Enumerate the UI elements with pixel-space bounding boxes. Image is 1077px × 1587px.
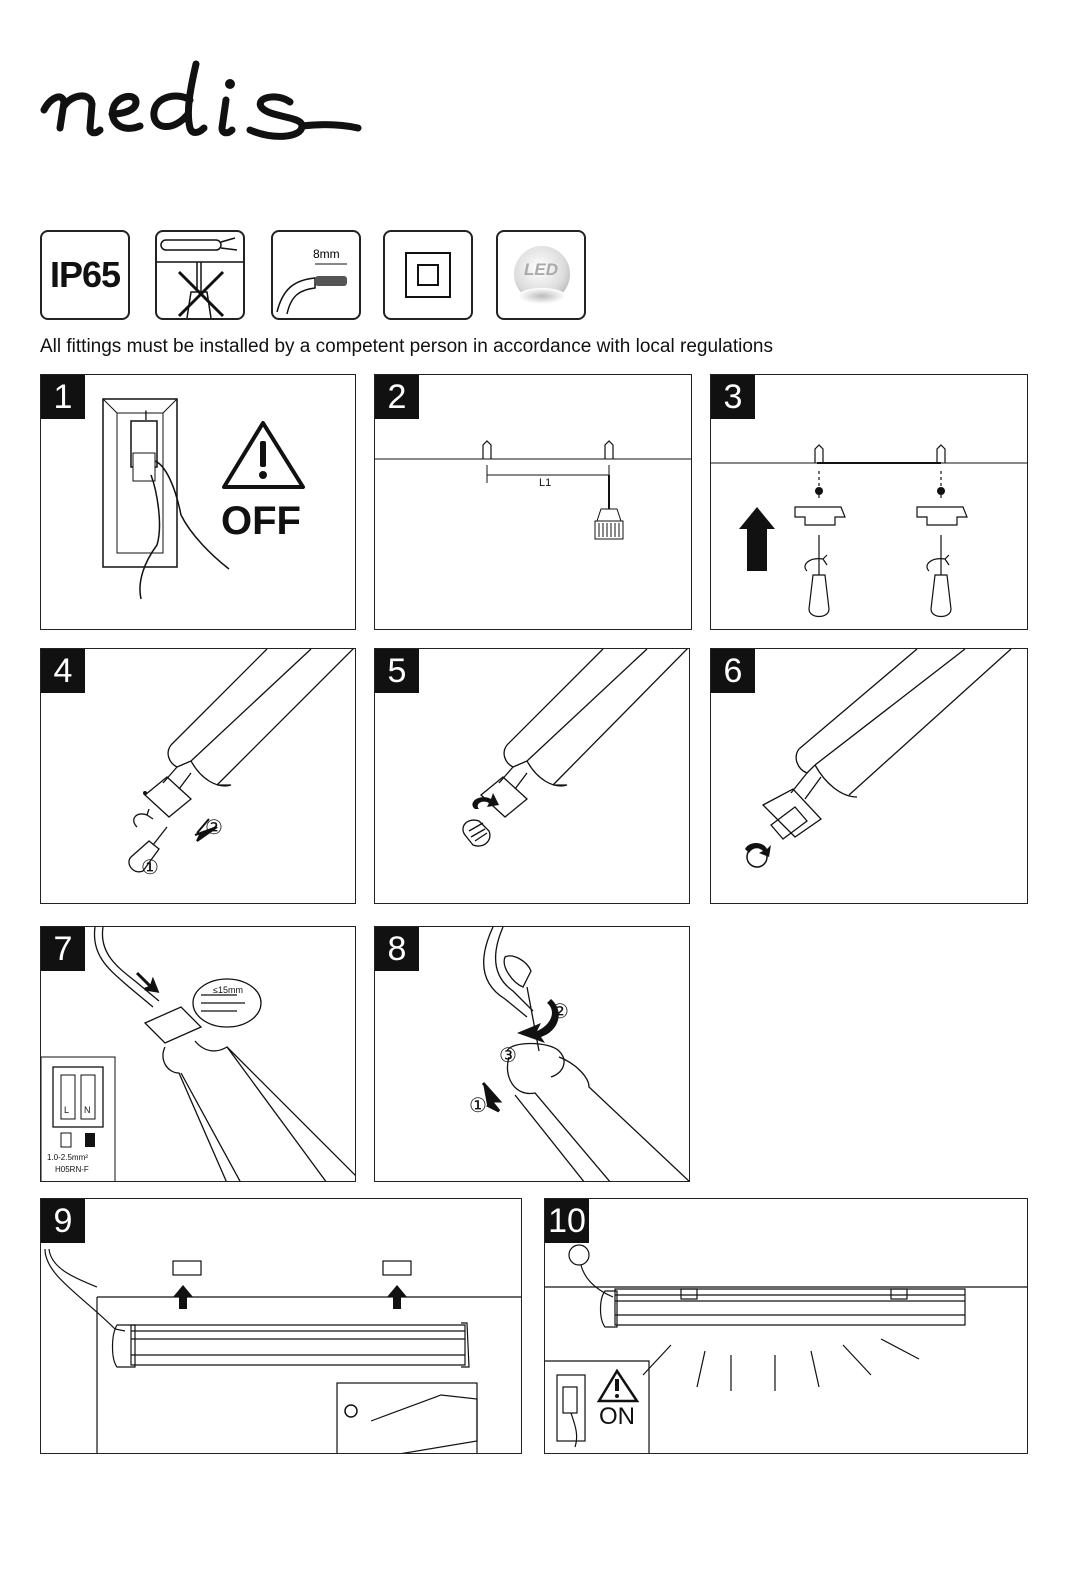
callout-3: ③	[499, 1043, 517, 1068]
installation-notice: All fittings must be installed by a comp…	[40, 336, 773, 358]
cable-type-label: H05RN-F	[55, 1165, 89, 1174]
callout-1: ①	[469, 1093, 487, 1118]
callout-2: ②	[205, 815, 223, 840]
step-number: 4	[41, 649, 85, 693]
step-4-panel: 4 ② ①	[40, 648, 356, 904]
step-number: 1	[41, 375, 85, 419]
step-number: 3	[711, 375, 755, 419]
step-6-panel: 6	[710, 648, 1028, 904]
step-1-panel: 1 OFF I	[40, 374, 356, 630]
ip65-label: IP65	[42, 232, 128, 318]
strip-8mm-label: 8mm	[313, 247, 340, 261]
terminal-l-label: L	[64, 1105, 69, 1115]
cable-size-label: 1.0-2.5mm²	[47, 1153, 88, 1162]
step-3-panel: 3	[710, 374, 1028, 630]
strip-8mm-icon: 8mm	[271, 230, 361, 320]
terminal-n-label: N	[84, 1105, 91, 1115]
step-5-panel: 5	[374, 648, 690, 904]
step-2-panel: 2 L1	[374, 374, 692, 630]
strip-length-label: ≤15mm	[213, 985, 243, 995]
step-number: 2	[375, 375, 419, 419]
led-label: LED	[498, 260, 584, 280]
step-8-panel: 8 ② ③ ①	[374, 926, 690, 1182]
nedis-logo	[40, 50, 370, 160]
nedis-logo-mark	[40, 50, 370, 160]
step-number: 9	[41, 1199, 85, 1243]
off-label: OFF	[221, 499, 301, 544]
callout-2: ②	[551, 999, 569, 1024]
step-number: 5	[375, 649, 419, 693]
step-number: 7	[41, 927, 85, 971]
step-9-panel: 9	[40, 1198, 522, 1454]
step-10-panel: 10 ON	[544, 1198, 1028, 1454]
step-number: 8	[375, 927, 419, 971]
callout-1: ①	[141, 855, 159, 880]
no-drill-over-cable-icon	[155, 230, 245, 320]
dimension-label: L1	[539, 477, 551, 489]
ip65-icon: IP65	[40, 230, 130, 320]
switch-mark: I	[144, 407, 148, 423]
double-insulation-icon	[383, 230, 473, 320]
step-number: 10	[545, 1199, 589, 1243]
step-number: 6	[711, 649, 755, 693]
led-icon: LED	[496, 230, 586, 320]
on-label: ON	[599, 1403, 635, 1431]
step-7-panel: 7 ≤15mm L N 1.0-2.5mm² H05RN-F	[40, 926, 356, 1182]
